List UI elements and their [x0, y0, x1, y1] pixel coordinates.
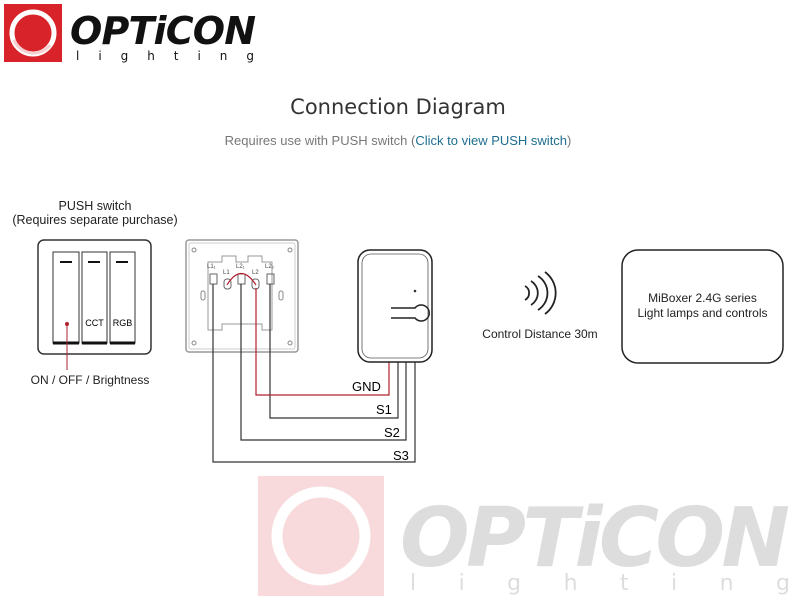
svg-text:l i g h t i n g: l i g h t i n g	[76, 49, 254, 63]
terminal-label: L1₁	[207, 264, 216, 270]
receiver-module	[357, 249, 433, 363]
wire-label-s1: S1	[376, 402, 392, 417]
switch-back-plate	[185, 239, 299, 353]
miboxer-line1: MiBoxer 2.4G series	[648, 291, 757, 305]
page-title: Connection Diagram	[290, 95, 506, 119]
miboxer-device-box	[621, 249, 784, 364]
control-distance-label: Control Distance 30m	[482, 327, 598, 341]
terminal-label: L2₁	[236, 264, 245, 270]
terminal-label: L1	[223, 270, 230, 276]
cct-button-label: CCT	[85, 318, 104, 328]
wireless-signal-icon	[524, 271, 557, 315]
page-subtitle: Requires use with PUSH switch (Click to …	[0, 133, 796, 148]
view-push-switch-link[interactable]: Click to view PUSH switch	[415, 133, 568, 148]
terminal-label: L2₂	[265, 264, 275, 270]
rocker-rgb[interactable]	[109, 251, 136, 345]
terminal-label: L2	[252, 270, 259, 276]
svg-text:OPTiCON: OPTiCON	[70, 9, 256, 53]
push-switch-panel	[37, 239, 152, 370]
push-switch-note: (Requires separate purchase)	[12, 213, 178, 227]
rocker-cct[interactable]	[81, 251, 108, 345]
opticon-logo: OPTiCON l i g h t i n g	[4, 4, 256, 63]
subtitle-prefix: Requires use with PUSH switch (	[224, 133, 416, 148]
subtitle-suffix: )	[567, 133, 572, 148]
wire-label-s3: S3	[393, 448, 409, 463]
wiring	[212, 284, 416, 463]
miboxer-line2: Light lamps and controls	[637, 306, 768, 320]
watermark-logo: OPTiCON l i g h t i n g	[258, 476, 790, 596]
wire-label-gnd: GND	[352, 379, 381, 394]
push-switch-title: PUSH switch	[58, 199, 132, 213]
svg-text:OPTiCON: OPTiCON	[400, 491, 790, 586]
rocker-on-off[interactable]	[52, 251, 80, 345]
wire-label-s2: S2	[384, 425, 400, 440]
on-off-brightness-label: ON / OFF / Brightness	[30, 373, 150, 387]
rgb-button-label: RGB	[112, 318, 133, 328]
